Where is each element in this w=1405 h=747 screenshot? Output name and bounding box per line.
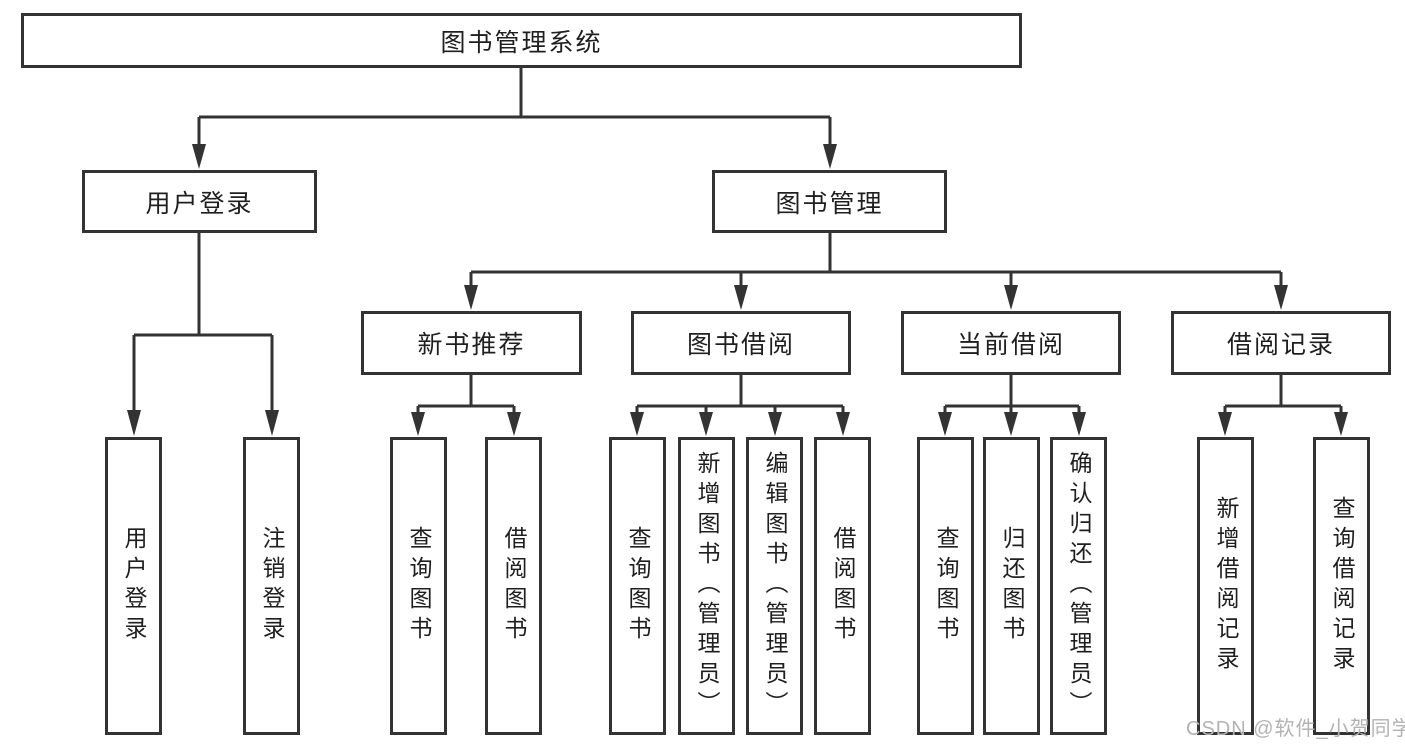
node-book-management-label: 图书管理 xyxy=(775,189,884,218)
leaf-current-query-books-label: 查询图书 xyxy=(933,526,959,646)
leaf-newbook-borrow-books: 借阅图书 xyxy=(485,437,542,735)
connector-current-borrow-children xyxy=(943,375,1081,414)
node-current-borrowing: 当前借阅 xyxy=(901,311,1121,375)
leaf-user-login-label: 用户登录 xyxy=(121,526,147,646)
arrowheads-borrow-record-children xyxy=(1218,412,1348,436)
leaf-records-add-record: 新增借阅记录 xyxy=(1197,437,1254,735)
leaf-borrowing-query-books: 查询图书 xyxy=(609,437,666,735)
leaf-borrowing-borrow-books-label: 借阅图书 xyxy=(830,526,856,646)
leaf-borrowing-query-books-label: 查询图书 xyxy=(625,526,651,646)
leaf-current-return-books-label: 归还图书 xyxy=(999,526,1025,646)
node-current-borrowing-label: 当前借阅 xyxy=(956,331,1065,359)
node-borrowing-records-label: 借阅记录 xyxy=(1226,331,1335,359)
arrowheads-new-book-children xyxy=(411,412,521,436)
node-book-borrowing-label: 图书借阅 xyxy=(686,331,795,359)
leaf-borrowing-edit-books-admin-label: 编辑图书（管理员） xyxy=(762,451,788,721)
leaf-current-return-books: 归还图书 xyxy=(983,437,1040,735)
leaf-current-confirm-return-admin-label: 确认归还（管理员） xyxy=(1066,451,1092,721)
node-borrowing-records: 借阅记录 xyxy=(1171,311,1391,375)
leaf-records-query-record-label: 查询借阅记录 xyxy=(1329,496,1355,676)
node-root-label: 图书管理系统 xyxy=(440,28,603,57)
node-book-management-branch: 图书管理 xyxy=(712,170,947,233)
leaf-records-add-record-label: 新增借阅记录 xyxy=(1213,496,1239,676)
leaf-borrowing-borrow-books: 借阅图书 xyxy=(814,437,871,735)
leaf-newbook-query-books: 查询图书 xyxy=(390,437,447,735)
leaf-current-query-books: 查询图书 xyxy=(917,437,974,735)
arrowheads-level3 xyxy=(464,285,1288,310)
leaf-current-confirm-return-admin: 确认归还（管理员） xyxy=(1050,437,1107,735)
leaf-logout: 注销登录 xyxy=(243,437,300,735)
leaf-logout-label: 注销登录 xyxy=(259,526,285,646)
arrowheads-current-borrow-children xyxy=(938,412,1086,436)
leaf-borrowing-edit-books-admin: 编辑图书（管理员） xyxy=(746,437,803,735)
leaf-borrowing-add-books-admin: 新增图书（管理员） xyxy=(678,437,735,735)
csdn-watermark: CSDN @软件_小贺同学 xyxy=(1186,718,1405,740)
connector-book-mgmt-to-level3 xyxy=(469,232,1283,287)
connector-user-login-branch xyxy=(132,233,274,412)
leaf-user-login: 用户登录 xyxy=(105,437,162,735)
node-new-book-label: 新书推荐 xyxy=(417,331,526,359)
leaf-records-query-record: 查询借阅记录 xyxy=(1313,437,1370,735)
arrowheads-user-login-branch xyxy=(127,410,279,436)
leaf-newbook-borrow-books-label: 借阅图书 xyxy=(501,526,527,646)
node-root-system: 图书管理系统 xyxy=(21,13,1022,68)
node-user-login-branch: 用户登录 xyxy=(82,170,317,233)
connector-book-borrow-children xyxy=(635,375,845,414)
node-new-book-recommend: 新书推荐 xyxy=(361,311,582,375)
connector-new-book-children xyxy=(416,375,516,414)
arrowheads-level2 xyxy=(192,144,837,169)
connector-root-to-level2 xyxy=(197,68,832,146)
arrowheads-book-borrow-children xyxy=(630,412,850,436)
node-user-login-label: 用户登录 xyxy=(145,189,254,218)
leaf-borrowing-add-books-admin-label: 新增图书（管理员） xyxy=(694,451,720,721)
connector-borrow-record-children xyxy=(1223,375,1343,414)
node-book-borrowing: 图书借阅 xyxy=(631,311,851,375)
leaf-newbook-query-books-label: 查询图书 xyxy=(406,526,432,646)
